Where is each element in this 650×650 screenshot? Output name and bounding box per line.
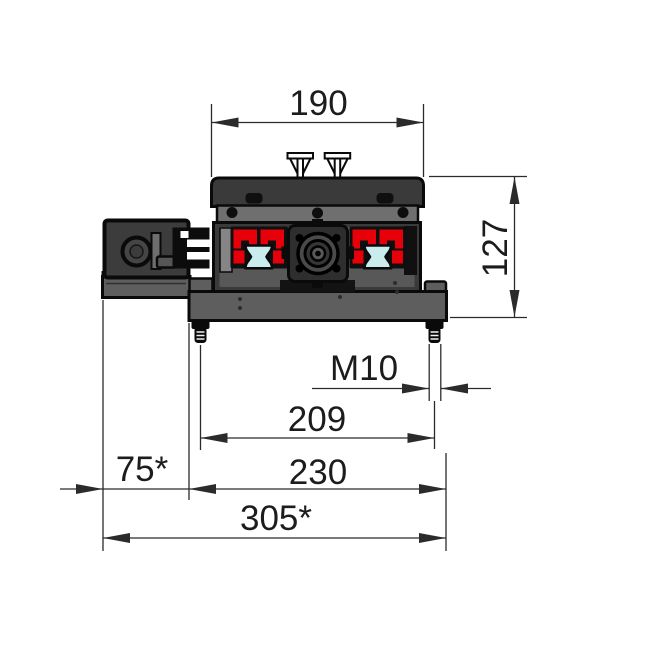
dim-label-75: 75*	[116, 450, 169, 489]
dim-label-m10: M10	[330, 349, 398, 388]
drive-flange	[280, 219, 355, 293]
red-pad-top-left	[233, 229, 257, 249]
flange-tab-bottom	[312, 279, 323, 288]
base-plate	[187, 290, 448, 322]
mounting-bolts	[191, 319, 445, 344]
connector-pin-comb	[172, 227, 210, 269]
connector-latch-bar	[150, 232, 162, 270]
red-pad-side-right	[273, 250, 284, 264]
arrowhead	[440, 383, 468, 394]
t-bolt-stem	[296, 158, 304, 179]
arrowhead	[211, 117, 239, 128]
t-bolt-right	[323, 152, 352, 180]
plate-dot	[238, 306, 242, 310]
dimension-lines	[60, 104, 527, 551]
machine-part-view	[101, 152, 448, 344]
bolt-right	[424, 319, 445, 344]
t-bolt-flank-left	[289, 158, 299, 174]
arrowhead	[509, 290, 520, 317]
arrowhead	[189, 484, 216, 494]
plate-dot	[393, 281, 397, 285]
plate-dot	[395, 290, 399, 294]
arrowhead	[402, 383, 430, 394]
pin-slot-lower	[187, 252, 210, 260]
carriage-slot-right	[376, 193, 394, 204]
t-bolt-cap	[286, 152, 314, 160]
dim-label-209: 209	[288, 400, 346, 439]
plate-dot	[238, 297, 242, 301]
roller-spool	[244, 244, 274, 270]
mid-band	[215, 204, 420, 225]
dim-label-127: 127	[476, 219, 515, 277]
arrowhead	[396, 117, 424, 128]
plate-dot	[338, 295, 342, 299]
base-plate-dots	[238, 281, 399, 310]
arrowhead	[419, 484, 446, 494]
arrowhead	[407, 433, 435, 443]
dim-label-190: 190	[289, 84, 347, 123]
carriage-plate	[210, 176, 425, 208]
body-rail-left	[219, 227, 233, 273]
dimension-arrowheads	[76, 117, 520, 543]
carriage-slot-left	[245, 193, 263, 204]
clamp-right	[348, 225, 409, 270]
top-t-bolts	[286, 152, 352, 180]
flange-tab-left	[281, 246, 290, 259]
dim-label-305: 305*	[240, 499, 312, 538]
connector-base-plate	[101, 275, 192, 299]
carriage-body	[210, 176, 425, 208]
mid-band-hole-center	[312, 207, 323, 219]
t-bolt-flank-right	[302, 158, 312, 174]
clamp-red-pads	[233, 229, 284, 264]
guide-clamps	[230, 225, 409, 270]
t-bolt-left	[286, 152, 314, 179]
body-rail-right	[404, 226, 417, 275]
arrowhead	[509, 177, 520, 204]
arrowhead	[103, 533, 130, 543]
dimension-annotations: 190 127 M10 209 230 75* 305*	[60, 84, 527, 551]
pin-slot-upper	[187, 239, 210, 247]
connector-assembly	[101, 218, 210, 299]
flange-tab-top	[312, 219, 323, 227]
bolt-left	[191, 320, 210, 343]
pin-comb-body	[172, 227, 210, 269]
connector-plug-core	[129, 244, 144, 259]
arrowhead	[76, 484, 103, 494]
shaft-center	[315, 250, 321, 257]
clamp-left	[230, 226, 288, 270]
bolt-threads	[196, 331, 205, 340]
red-pad-top-right	[260, 229, 284, 249]
arrowhead	[200, 433, 228, 443]
dim-label-230: 230	[289, 453, 347, 492]
arrowhead	[419, 533, 446, 543]
pin-notch	[180, 231, 189, 238]
red-pad-side-left	[233, 250, 245, 264]
mid-band-hole-right	[397, 207, 409, 218]
bolt-collar	[191, 320, 210, 329]
base-plate-group	[187, 277, 448, 344]
mid-band-hole-left	[226, 207, 238, 218]
flange-tab-right	[345, 246, 354, 259]
